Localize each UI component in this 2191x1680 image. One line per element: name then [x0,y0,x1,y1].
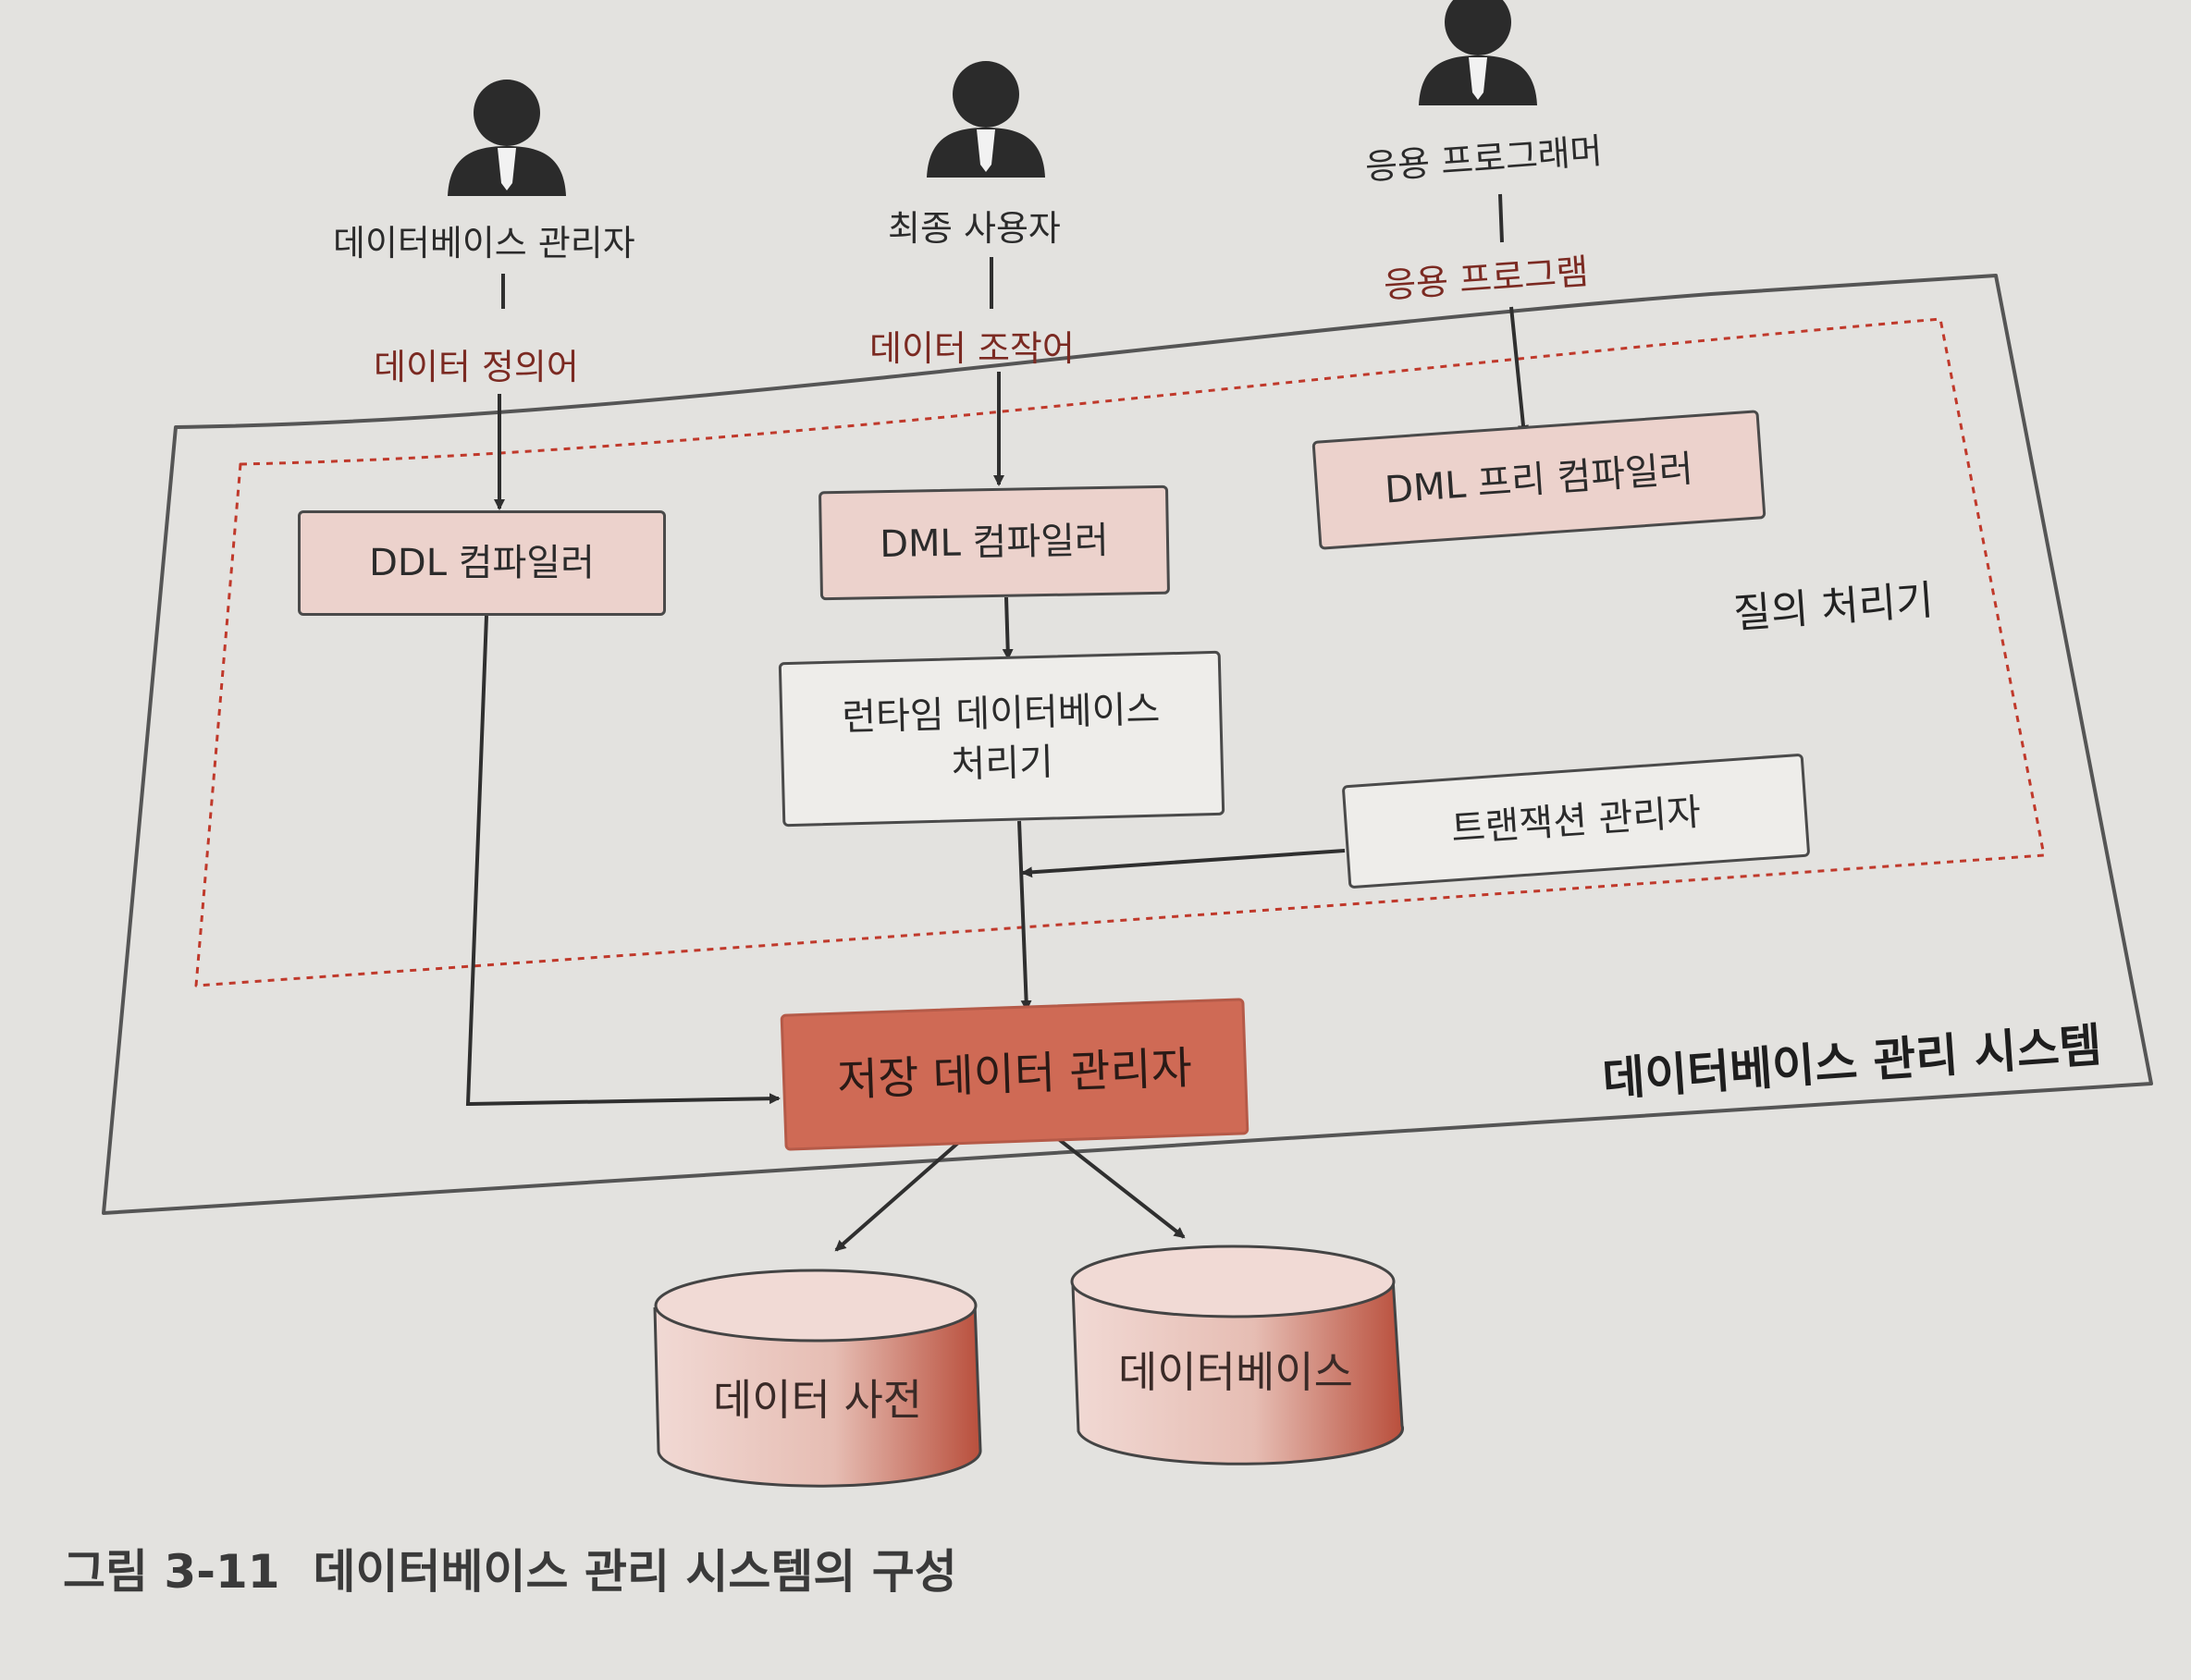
transaction-arrow [1021,849,1346,878]
figure-number: 그림 3-11 [63,1545,280,1599]
storage-manager-label: 저장 데이터 관리자 [836,1041,1193,1107]
dba-label: 데이터베이스 관리자 [333,223,635,264]
database-cylinder: 데이터베이스 [1070,1245,1405,1465]
data-dictionary-cylinder: 데이터 사전 [653,1269,982,1488]
dml-compiler-label: DML 컴파일러 [879,519,1110,567]
runtime-processor-label: 런타임 데이터베이스 처리기 [841,688,1161,787]
runtime-processor-box: 런타임 데이터베이스 처리기 [778,650,1225,828]
dml-to-runtime-arrow [1002,596,1014,660]
end-user-label: 최종 사용자 [888,208,1061,249]
ddl-compiler-box: DDL 컴파일러 [298,510,666,616]
programmer-line [1498,193,1504,243]
figure-caption: 그림 3-11 데이터베이스 관리 시스템의 구성 [63,1535,957,1601]
ddl-label: 데이터 정의어 [374,347,579,387]
dbms-region-border [102,274,2153,1215]
person-icon [1419,0,1537,105]
person-icon [927,61,1045,178]
figure-title: 데이터베이스 관리 시스템의 구성 [313,1545,957,1599]
storage-to-dictionary-arrow [834,1141,960,1252]
person-icon [448,80,566,196]
ddl-compiler-label: DDL 컴파일러 [369,542,595,584]
runtime-to-storage-arrow [1017,820,1032,1012]
query-processor-region-border [194,317,2046,987]
ddl-to-storage-arrow [465,615,781,1107]
database-label: 데이터베이스 [1118,1347,1353,1397]
dml-precompiler-label: DML 프리 컴파일러 [1383,448,1695,512]
storage-manager-box: 저장 데이터 관리자 [780,998,1249,1151]
storage-to-database-arrow [1054,1135,1186,1239]
data-dictionary-label: 데이터 사전 [713,1375,922,1425]
app-arrow [1509,306,1529,436]
transaction-manager-label: 트랜잭션 관리자 [1449,791,1703,852]
dml-compiler-box: DML 컴파일러 [818,484,1171,601]
dml-label: 데이터 조작어 [869,328,1075,369]
